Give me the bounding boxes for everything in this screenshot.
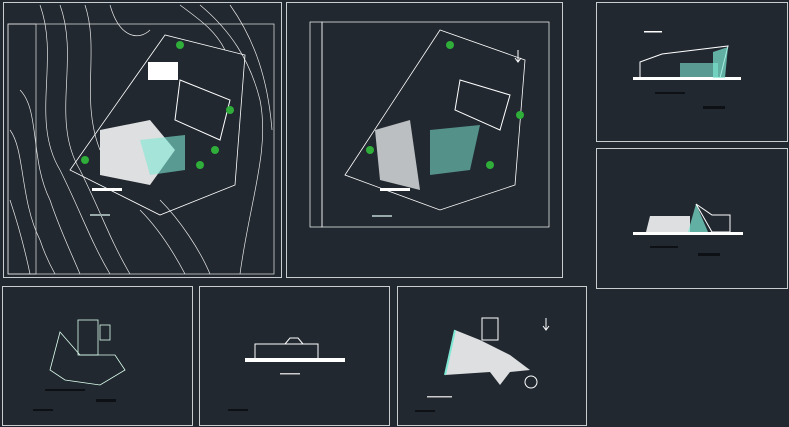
- section-drawing: [228, 337, 345, 411]
- contour-map: [7, 4, 275, 275]
- sheet-site-plan[interactable]: [286, 2, 563, 278]
- sheet-site-plan-contours[interactable]: [3, 2, 282, 278]
- site-plan-drawing-1: [69, 34, 246, 216]
- side-elevation-drawing: [633, 203, 743, 256]
- sheet-elevation-front[interactable]: [596, 2, 788, 142]
- foundation-plan-drawing: [33, 319, 126, 411]
- sheet-foundation-plan[interactable]: [2, 286, 193, 426]
- sheet-ground-floor-plan[interactable]: [397, 286, 587, 426]
- front-elevation-drawing: [633, 31, 741, 109]
- site-plan-drawing-2: [309, 21, 550, 228]
- sheet-elevation-side[interactable]: [596, 148, 788, 289]
- sheet-section[interactable]: [199, 286, 390, 426]
- ground-floor-plan-drawing: [415, 317, 550, 412]
